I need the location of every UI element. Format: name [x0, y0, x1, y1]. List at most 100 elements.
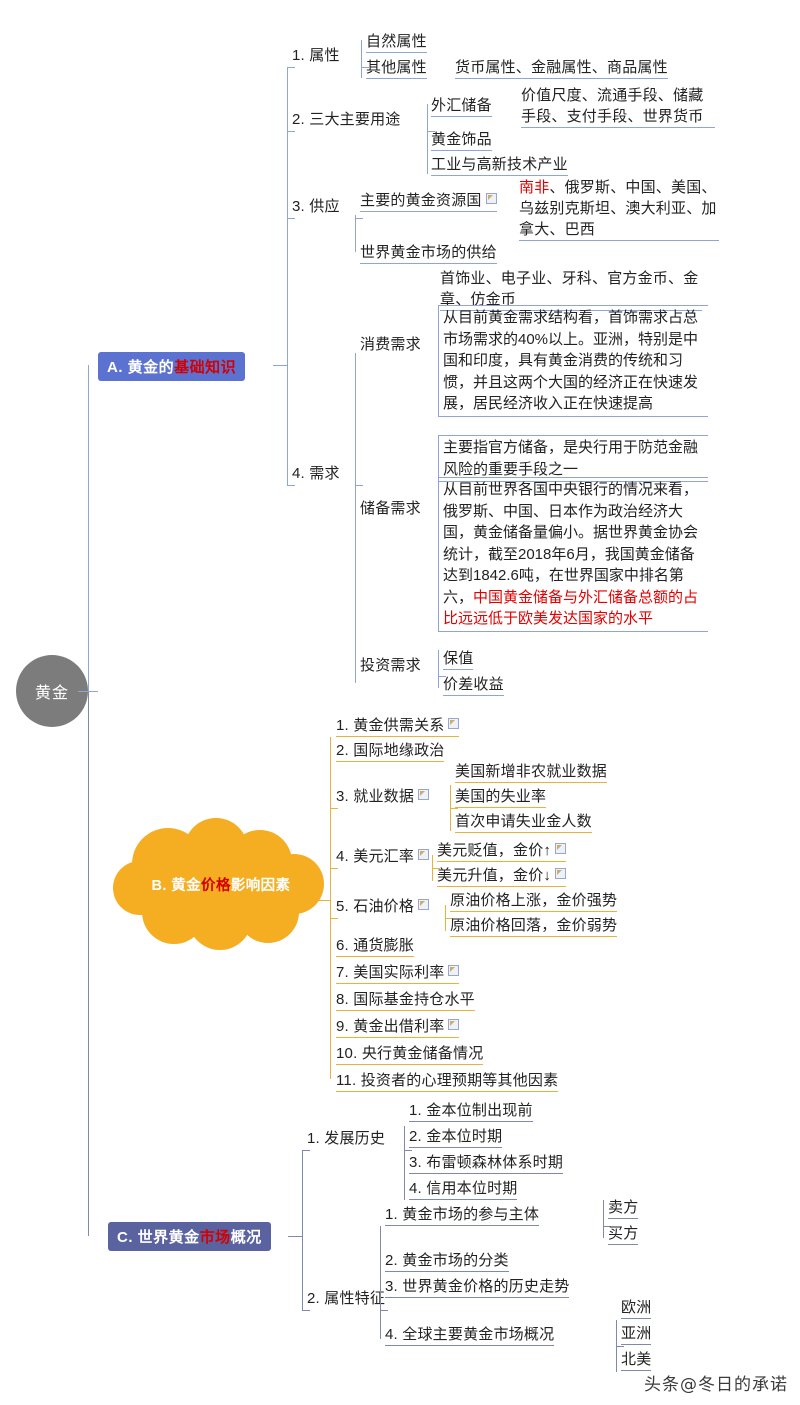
- spine-demand-children: [355, 353, 356, 683]
- node-uses-jewelry-label: 黄金饰品: [431, 131, 492, 148]
- node-c-1-3[interactable]: 3. 布雷顿森林体系时期: [409, 1152, 564, 1174]
- branch-a-highlight: 基础知识: [174, 359, 237, 376]
- branch-c-prefix: C. 世界黄金: [117, 1229, 200, 1246]
- node-b-3-label: 3. 就业数据: [336, 788, 415, 805]
- node-c-1-1[interactable]: 1. 金本位制出现前: [409, 1100, 533, 1122]
- node-demand-consumption[interactable]: 消费需求: [360, 334, 421, 355]
- node-b-4-label: 4. 美元汇率: [336, 848, 415, 865]
- node-c-2[interactable]: 2. 属性特征: [307, 1288, 385, 1309]
- node-b-6[interactable]: 6. 通货膨胀: [336, 935, 415, 957]
- node-c-1[interactable]: 1. 发展历史: [307, 1128, 385, 1149]
- node-b-8-label: 8. 国际基金持仓水平: [336, 991, 475, 1008]
- node-c-2-3[interactable]: 3. 世界黄金价格的历史走势: [385, 1276, 570, 1298]
- node-demand[interactable]: 4. 需求: [292, 463, 340, 484]
- node-uses-industry-label: 工业与高新技术产业: [431, 156, 568, 173]
- node-demand-label: 4. 需求: [292, 465, 340, 482]
- node-b-5[interactable]: 5. 石油价格: [336, 896, 430, 917]
- branch-c-highlight: 市场: [199, 1229, 231, 1246]
- node-c-2-4[interactable]: 4. 全球主要黄金市场概况: [385, 1324, 555, 1346]
- node-uses[interactable]: 2. 三大主要用途: [292, 109, 400, 130]
- node-c-2-4-3[interactable]: 北美: [621, 1349, 652, 1371]
- node-attr-other[interactable]: 其他属性: [366, 57, 427, 79]
- node-b-5-2-label: 原油价格回落，金价弱势: [450, 917, 618, 934]
- node-c-2-2[interactable]: 2. 黄金市场的分类: [385, 1250, 509, 1272]
- note-icon[interactable]: [485, 193, 497, 204]
- connector-a-out: [273, 365, 287, 366]
- note-icon[interactable]: [555, 843, 567, 854]
- spine-uses-children: [427, 104, 428, 174]
- node-b-5-1[interactable]: 原油价格上涨，金价强势: [450, 890, 618, 912]
- node-c-2-4-1-label: 欧洲: [621, 1299, 652, 1316]
- connector-a-supply: [287, 218, 295, 219]
- node-c-2-4-1[interactable]: 欧洲: [621, 1297, 652, 1319]
- node-b-2[interactable]: 2. 国际地缘政治: [336, 740, 445, 762]
- node-b-9[interactable]: 9. 黄金出借利率: [336, 1016, 460, 1038]
- root-node[interactable]: 黄金: [16, 655, 88, 727]
- node-c-2-1-2[interactable]: 买方: [608, 1223, 639, 1245]
- note-icon[interactable]: [418, 899, 430, 910]
- node-c-1-2[interactable]: 2. 金本位时期: [409, 1126, 503, 1148]
- node-uses-forex-detail[interactable]: 价值尺度、流通手段、储藏手段、支付手段、世界货币: [521, 85, 715, 128]
- node-supply-market[interactable]: 世界黄金市场的供给: [360, 242, 497, 264]
- node-b-4-2[interactable]: 美元升值，金价↓: [437, 865, 567, 887]
- branch-b-prefix: B. 黄金: [151, 877, 202, 894]
- paragraph-reserve-top[interactable]: 主要指官方储备，是央行用于防范金融风险的重要手段之一: [438, 435, 708, 482]
- node-c-2-1-1-label: 卖方: [608, 1199, 639, 1216]
- node-b-3[interactable]: 3. 就业数据: [336, 786, 430, 807]
- branch-b-cloud[interactable]: B. 黄金价格影响因素: [108, 818, 334, 950]
- node-b-11[interactable]: 11. 投资者的心理预期等其他因素: [336, 1070, 559, 1092]
- node-supply[interactable]: 3. 供应: [292, 196, 340, 217]
- node-b-7[interactable]: 7. 美国实际利率: [336, 962, 460, 984]
- node-demand-reserve[interactable]: 储备需求: [360, 498, 421, 519]
- connector-c-1: [302, 1150, 310, 1151]
- node-uses-forex-detail-label: 价值尺度、流通手段、储藏手段、支付手段、世界货币: [521, 87, 704, 125]
- node-supply-market-label: 世界黄金市场的供给: [360, 244, 497, 261]
- node-supply-countries-highlight: 南非: [519, 179, 550, 196]
- node-b-4[interactable]: 4. 美元汇率: [336, 846, 430, 867]
- node-b-4-1[interactable]: 美元贬值，金价↑: [437, 840, 567, 862]
- connector-b-out: [316, 900, 330, 901]
- node-uses-jewelry[interactable]: 黄金饰品: [431, 129, 492, 151]
- node-b-11-label: 11. 投资者的心理预期等其他因素: [336, 1072, 559, 1089]
- node-b-1[interactable]: 1. 黄金供需关系: [336, 715, 460, 737]
- note-icon[interactable]: [448, 718, 460, 729]
- connector-a-attr: [287, 67, 295, 68]
- node-investment-hedge[interactable]: 保值: [443, 648, 474, 670]
- node-b-3-1-label: 美国新增非农就业数据: [455, 763, 608, 780]
- node-attr-natural[interactable]: 自然属性: [366, 31, 427, 53]
- note-icon[interactable]: [418, 789, 430, 800]
- branch-c-badge[interactable]: C. 世界黄金市场概况: [108, 1222, 271, 1251]
- node-supply-countries-detail[interactable]: 南非、俄罗斯、中国、美国、乌兹别克斯坦、澳大利亚、加拿大、巴西: [519, 177, 719, 241]
- connector-root-stub: [78, 691, 90, 692]
- node-demand-investment[interactable]: 投资需求: [360, 655, 421, 676]
- node-supply-countries[interactable]: 主要的黄金资源国: [360, 190, 497, 212]
- node-c-2-1-1[interactable]: 卖方: [608, 1197, 639, 1219]
- node-b-10[interactable]: 10. 央行黄金储备情况: [336, 1043, 484, 1065]
- branch-a-prefix: A. 黄金的: [107, 359, 175, 376]
- node-uses-industry[interactable]: 工业与高新技术产业: [431, 154, 568, 176]
- node-attr-other-detail[interactable]: 货币属性、金融属性、商品属性: [455, 57, 668, 79]
- node-attr[interactable]: 1. 属性: [292, 45, 340, 66]
- note-icon[interactable]: [448, 965, 460, 976]
- node-b-3-1[interactable]: 美国新增非农就业数据: [455, 761, 608, 783]
- note-icon[interactable]: [555, 868, 567, 879]
- node-b-5-2[interactable]: 原油价格回落，金价弱势: [450, 915, 618, 937]
- paragraph-reserve[interactable]: 从目前世界各国中央银行的情况来看，俄罗斯、中国、日本作为政治经济大国，黄金储备量…: [438, 477, 708, 632]
- node-c-2-4-2-label: 亚洲: [621, 1325, 652, 1342]
- node-c-1-4[interactable]: 4. 信用本位时期: [409, 1178, 518, 1200]
- paragraph-consumption[interactable]: 从目前黄金需求结构看，首饰需求占总市场需求的40%以上。亚洲，特别是中国和印度，…: [438, 305, 708, 417]
- node-supply-market-detail[interactable]: 首饰业、电子业、牙科、官方金币、金章、仿金币: [440, 268, 702, 311]
- node-uses-forex[interactable]: 外汇储备: [431, 95, 492, 117]
- note-icon[interactable]: [448, 1019, 460, 1030]
- node-investment-spread[interactable]: 价差收益: [443, 674, 504, 696]
- node-b-8[interactable]: 8. 国际基金持仓水平: [336, 989, 475, 1011]
- node-b-3-2[interactable]: 美国的失业率: [455, 786, 547, 808]
- node-c-2-1[interactable]: 1. 黄金市场的参与主体: [385, 1204, 540, 1226]
- branch-a-badge[interactable]: A. 黄金的基础知识: [98, 352, 246, 381]
- note-icon[interactable]: [418, 849, 430, 860]
- node-c-2-4-2[interactable]: 亚洲: [621, 1323, 652, 1345]
- node-investment-spread-label: 价差收益: [443, 676, 504, 693]
- node-demand-investment-label: 投资需求: [360, 657, 421, 674]
- node-attr-label: 1. 属性: [292, 47, 340, 64]
- node-b-3-3[interactable]: 首次申请失业金人数: [455, 811, 592, 833]
